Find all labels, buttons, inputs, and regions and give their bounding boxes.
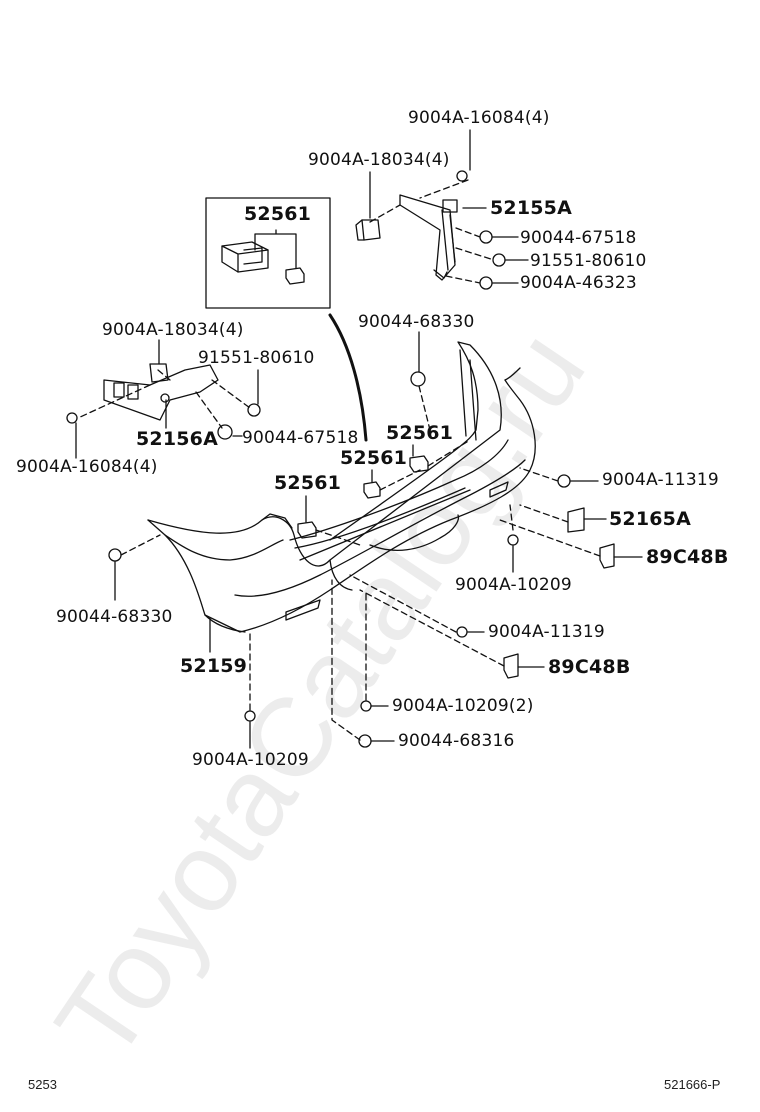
part-label-9004A-11319-center[interactable]: 9004A-11319	[488, 622, 605, 642]
part-label-9004A-46323[interactable]: 9004A-46323	[520, 273, 637, 293]
part-label-52561-b[interactable]: 52561	[340, 447, 408, 469]
rear-bumper-cover	[147, 341, 536, 633]
part-label-91551-80610-left[interactable]: 91551-80610	[198, 348, 315, 368]
page-code-right: 521666-P	[664, 1077, 721, 1092]
page-code-left: 5253	[28, 1077, 57, 1092]
part-label-52156A[interactable]: 52156A	[136, 428, 219, 450]
part-label-9004A-10209-bottom[interactable]: 9004A-10209	[192, 750, 309, 770]
part-label-90044-68316[interactable]: 90044-68316	[398, 731, 515, 751]
part-label-9004A-10209-2[interactable]: 9004A-10209(2)	[392, 696, 534, 716]
part-label-52165A[interactable]: 52165A	[609, 508, 692, 530]
part-label-9004A-18034-left[interactable]: 9004A-18034(4)	[102, 320, 244, 340]
part-label-9004A-10209-right[interactable]: 9004A-10209	[455, 575, 572, 595]
fasteners	[66, 170, 571, 748]
part-label-52159[interactable]: 52159	[180, 655, 248, 677]
box-52561	[205, 197, 331, 309]
assembly-lines	[77, 179, 601, 741]
part-label-52561-a[interactable]: 52561	[386, 422, 454, 444]
part-label-90044-68330-left[interactable]: 90044-68330	[56, 607, 173, 627]
part-label-89C48B-center[interactable]: 89C48B	[548, 656, 631, 678]
retainers	[503, 507, 615, 679]
part-label-9004A-16084-top[interactable]: 9004A-16084(4)	[408, 108, 550, 128]
part-label-52155A[interactable]: 52155A	[490, 197, 573, 219]
part-label-91551-80610-top[interactable]: 91551-80610	[530, 251, 647, 271]
part-label-89C48B-right[interactable]: 89C48B	[646, 546, 729, 568]
part-label-52561-c[interactable]: 52561	[274, 472, 342, 494]
leader-lines	[75, 129, 643, 749]
clip-52561-parts	[297, 455, 429, 539]
part-label-9004A-11319-right[interactable]: 9004A-11319	[602, 470, 719, 490]
bracket-52156A	[103, 363, 219, 421]
part-label-90044-67518-top[interactable]: 90044-67518	[520, 228, 637, 248]
part-label-9004A-16084-left[interactable]: 9004A-16084(4)	[16, 457, 158, 477]
part-label-90044-68330-top[interactable]: 90044-68330	[358, 312, 475, 332]
part-label-9004A-18034-top[interactable]: 9004A-18034(4)	[308, 150, 450, 170]
part-label-90044-67518-left[interactable]: 90044-67518	[242, 428, 359, 448]
bracket-52155A	[355, 194, 458, 281]
part-label-52561-box[interactable]: 52561	[244, 203, 312, 225]
